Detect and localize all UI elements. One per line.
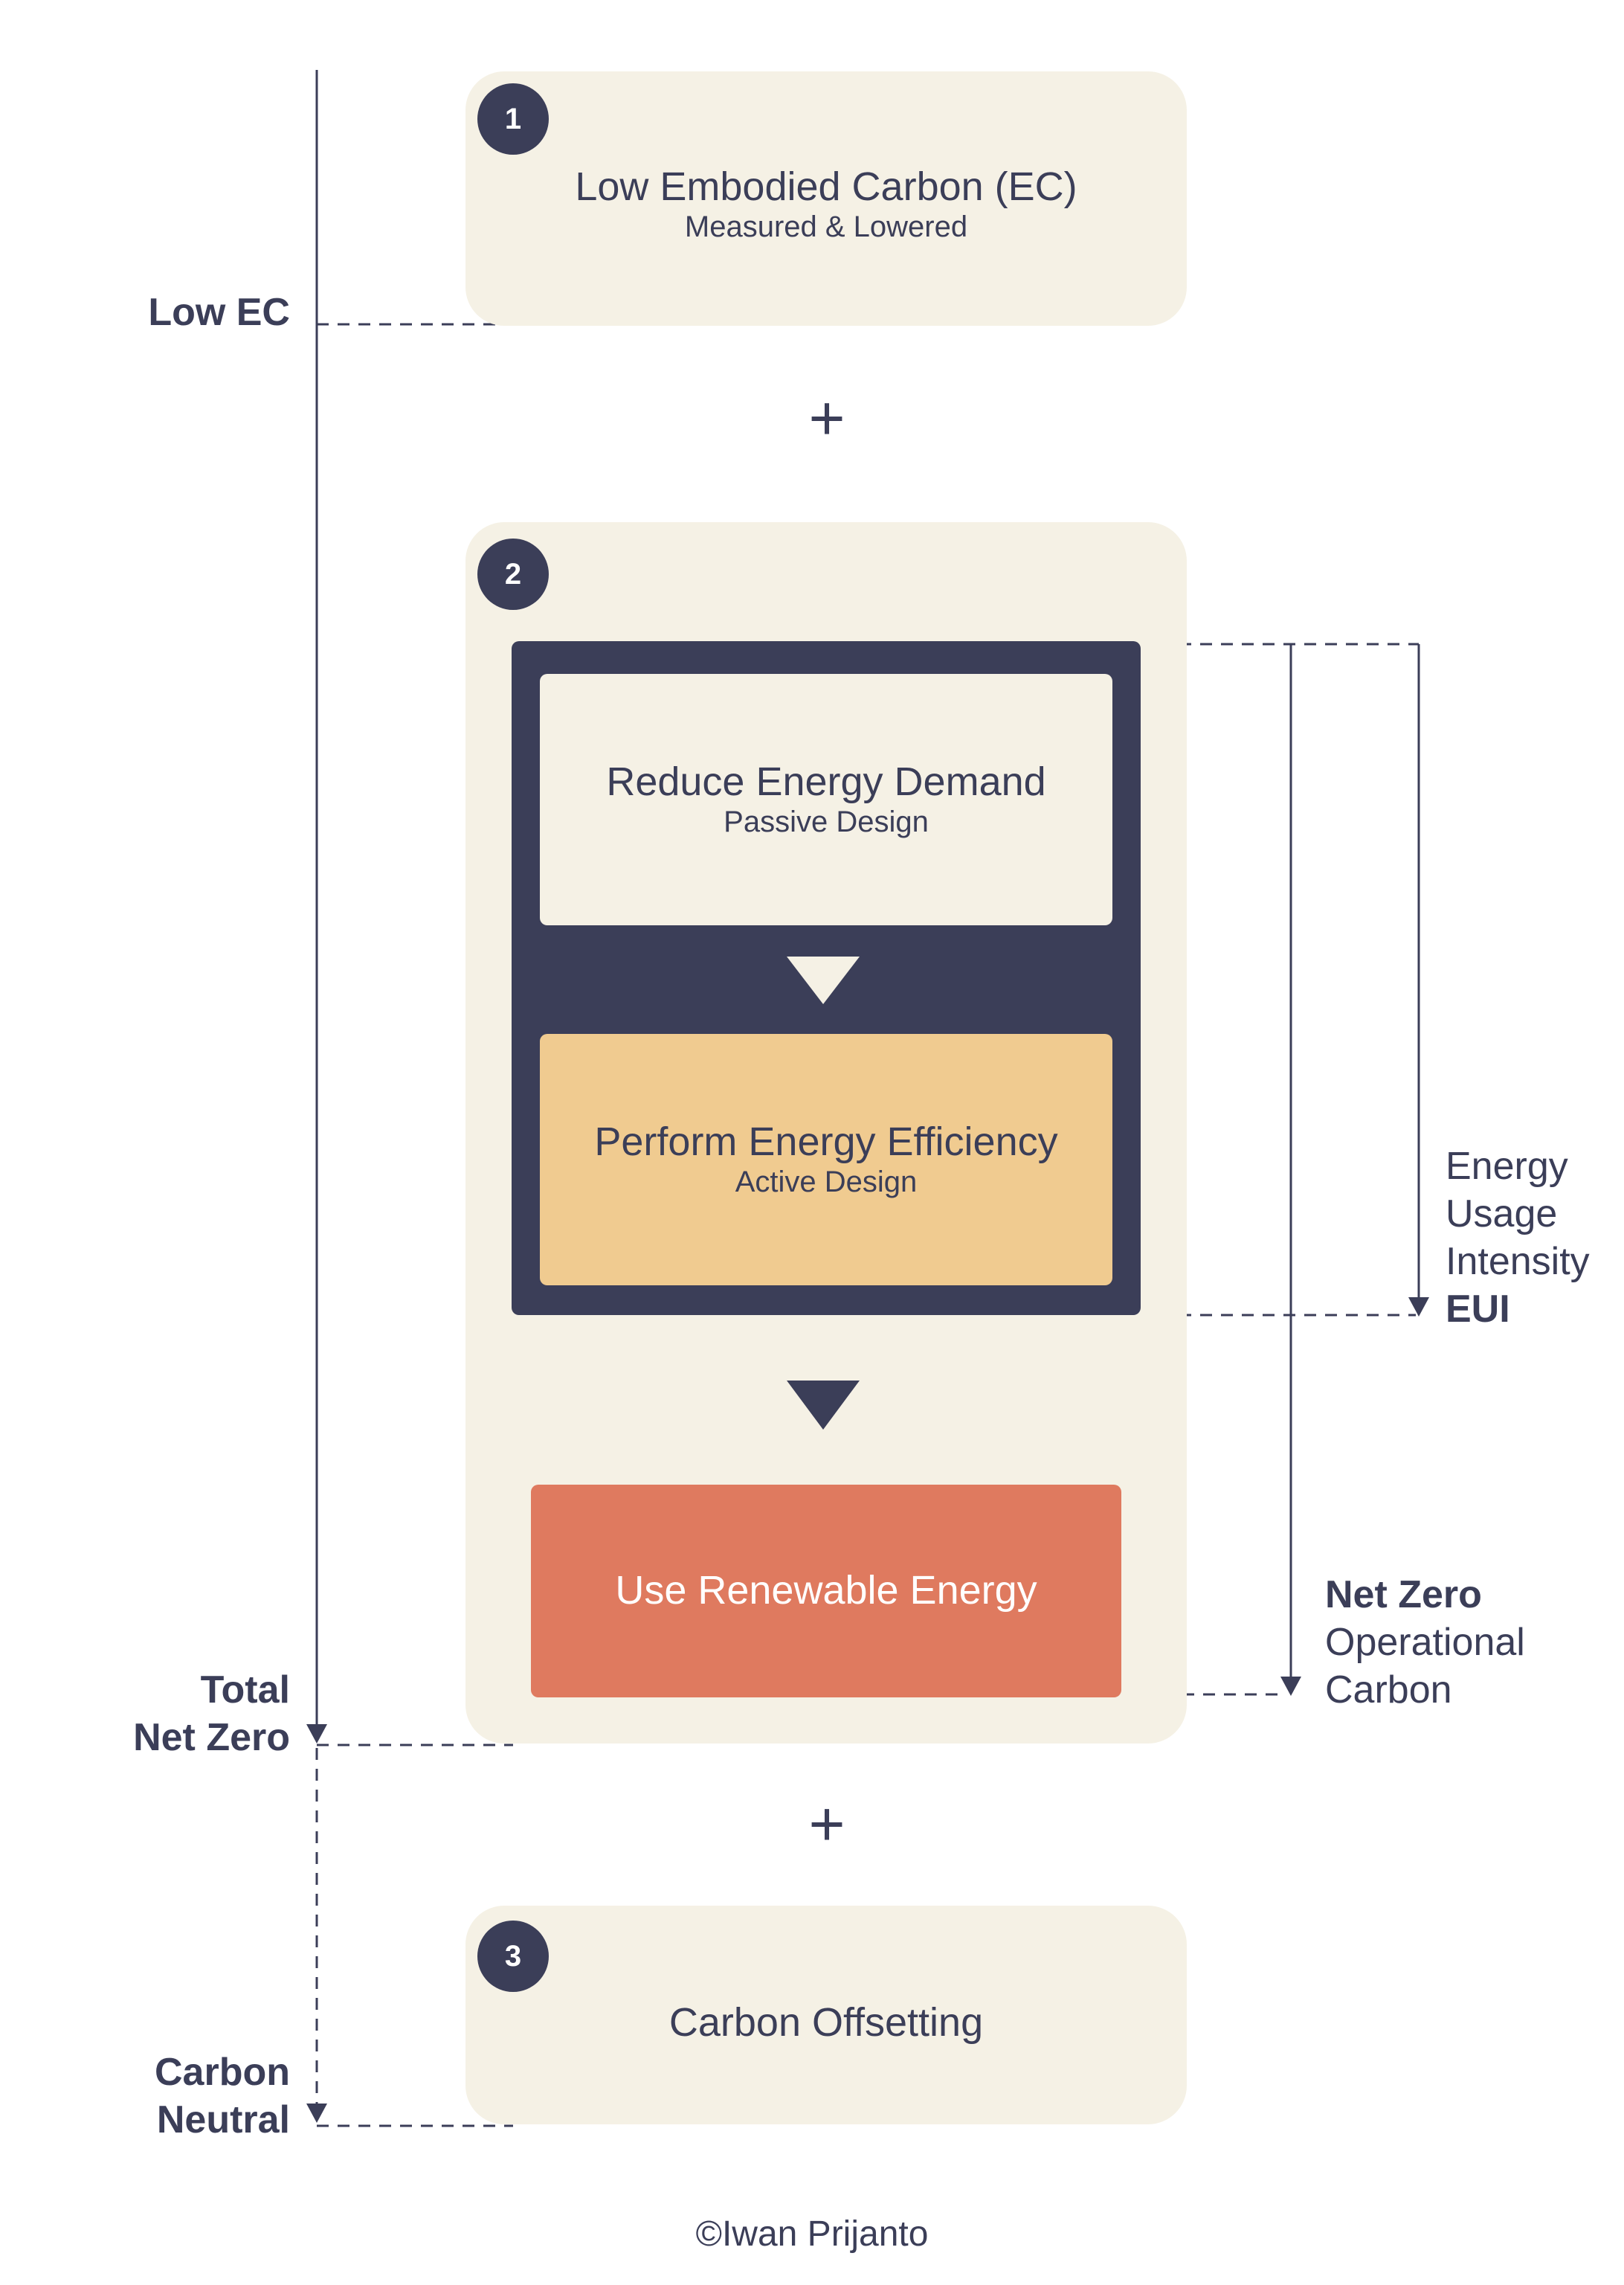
- total-net-zero-label: Total Net Zero: [59, 1666, 290, 1761]
- eui-line-2: Usage: [1446, 1192, 1558, 1235]
- stage-1-card: [465, 71, 1187, 326]
- stage-1-title: Low Embodied Carbon (EC): [575, 164, 1077, 210]
- perform-efficiency-title: Perform Energy Efficiency: [594, 1119, 1058, 1165]
- neutral-text: Neutral: [156, 2098, 290, 2141]
- stage-1-badge: 1: [477, 83, 549, 155]
- credit-text: ©Iwan Prijanto: [695, 2214, 929, 2254]
- plus-sign-2: +: [808, 1789, 845, 1859]
- stage-1-text: Low Embodied Carbon (EC) Measured & Lowe…: [465, 149, 1187, 260]
- net-zero-arrow-icon: [1280, 1677, 1301, 1696]
- eui-line-3: Intensity: [1446, 1240, 1590, 1283]
- carbon-neutral-label: Carbon Neutral: [59, 2048, 290, 2144]
- carbon-neutral-arrow-icon: [306, 2104, 327, 2123]
- renewable-energy-title: Use Renewable Energy: [615, 1568, 1037, 1613]
- stage-3-title: Carbon Offsetting: [668, 2000, 984, 2045]
- eui-label: Energy Usage Intensity EUI: [1446, 1142, 1617, 1333]
- reduce-energy-subtitle: Passive Design: [724, 805, 929, 838]
- perform-efficiency-subtitle: Active Design: [735, 1165, 918, 1198]
- stage-2-badge: 2: [477, 539, 549, 610]
- total-text: Total: [200, 1668, 290, 1712]
- low-ec-label: Low EC: [112, 289, 290, 336]
- total-net-zero-arrow-icon: [306, 1724, 327, 1744]
- net-zero-operational-line-2: Operational: [1325, 1621, 1525, 1664]
- eui-line-4: EUI: [1446, 1288, 1510, 1331]
- eui-arrow-icon: [1408, 1297, 1429, 1317]
- reduce-energy-box: Reduce Energy Demand Passive Design: [540, 674, 1112, 925]
- stage-1-subtitle: Measured & Lowered: [684, 210, 968, 243]
- carbon-text: Carbon: [155, 2051, 290, 2094]
- net-zero-text: Net Zero: [133, 1716, 290, 1759]
- stage-3-text: Carbon Offsetting: [465, 1979, 1187, 2068]
- stage-3-badge: 3: [477, 1921, 549, 1992]
- eui-line-1: Energy: [1446, 1145, 1568, 1188]
- plus-sign-1: +: [808, 383, 845, 453]
- stage-3-card: [465, 1906, 1187, 2124]
- net-zero-operational-line-1: Net Zero: [1325, 1573, 1482, 1616]
- low-ec-text: Low EC: [148, 291, 290, 334]
- reduce-energy-title: Reduce Energy Demand: [606, 759, 1046, 805]
- net-zero-operational-line-3: Carbon: [1325, 1668, 1452, 1712]
- net-zero-operational-label: Net Zero Operational Carbon: [1325, 1571, 1608, 1714]
- renewable-energy-box: Use Renewable Energy: [531, 1485, 1121, 1697]
- perform-efficiency-box: Perform Energy Efficiency Active Design: [540, 1034, 1112, 1285]
